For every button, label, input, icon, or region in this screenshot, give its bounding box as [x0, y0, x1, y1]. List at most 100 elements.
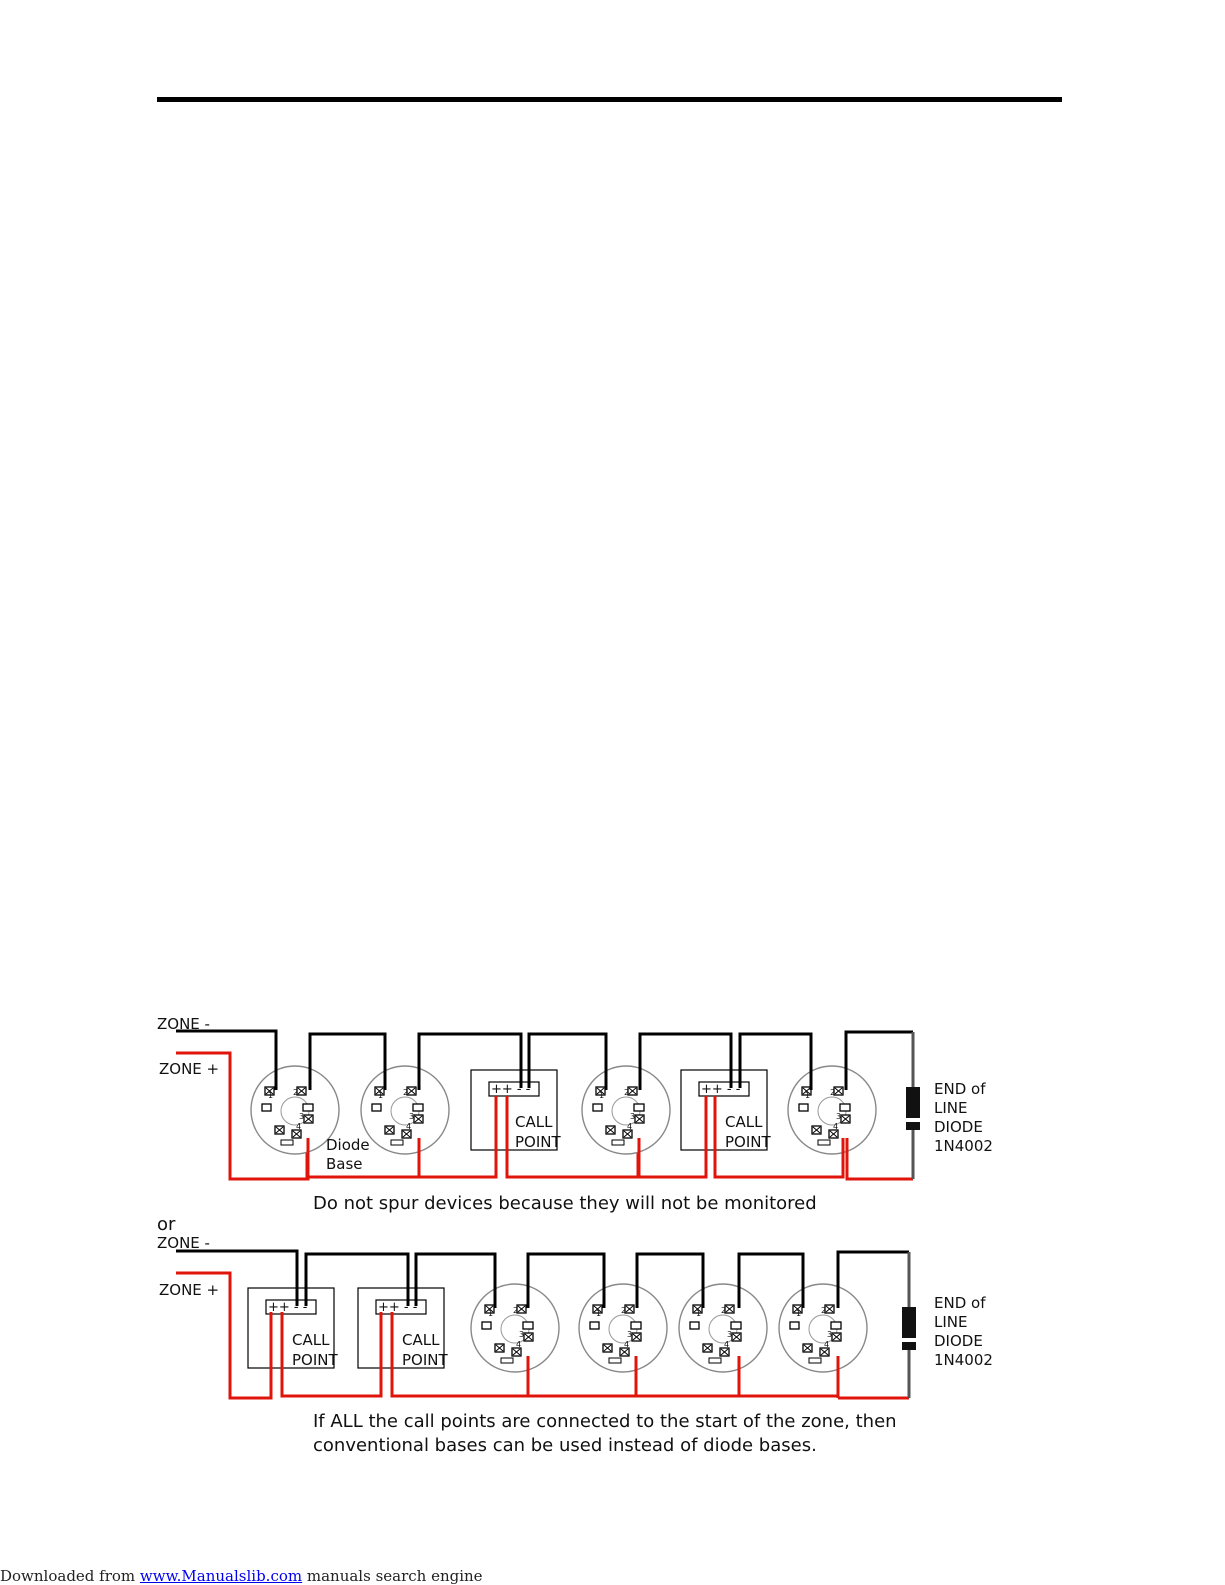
- zone-minus-wire: [308, 1032, 387, 1080]
- terminal-slot: [839, 1103, 851, 1112]
- terminal-number: 3: [519, 1330, 524, 1339]
- call-point-label-2: POINT: [402, 1351, 448, 1369]
- terminal-2: [624, 1304, 635, 1314]
- terminal-2: [824, 1304, 835, 1314]
- terminal-slot: [630, 1321, 642, 1330]
- terminal-3: [303, 1114, 314, 1124]
- terminal-number: 1: [696, 1309, 701, 1318]
- terminal-5: [702, 1343, 713, 1353]
- terminal-5: [605, 1125, 616, 1135]
- diode-base-label: Diode: [326, 1136, 370, 1154]
- terminal-number: 2: [293, 1088, 298, 1097]
- terminal-slot: [689, 1321, 700, 1330]
- call-point-label: CALL: [515, 1113, 553, 1131]
- terminal-slot: [608, 1357, 622, 1364]
- terminal-slot: [817, 1139, 831, 1146]
- footer-suffix: manuals search engine: [302, 1567, 483, 1585]
- terminal-1: [374, 1086, 385, 1096]
- eol-label-line1: END of: [934, 1080, 986, 1098]
- terminal-4: [819, 1347, 830, 1357]
- terminal-2: [296, 1086, 307, 1096]
- terminal-3: [634, 1114, 645, 1124]
- terminal-4: [619, 1347, 630, 1357]
- terminal-number: 3: [299, 1112, 304, 1121]
- diode-body: [906, 1087, 920, 1130]
- terminal-number: 3: [630, 1112, 635, 1121]
- terminal-number: 4: [296, 1122, 301, 1131]
- eol-label-line3: DIODE: [934, 1118, 983, 1136]
- call-point-terminal-block: [375, 1299, 427, 1315]
- terminal-3: [840, 1114, 851, 1124]
- terminal-slot: [261, 1103, 272, 1112]
- zone-plus-wire: [845, 1147, 913, 1181]
- terminal-4: [828, 1129, 839, 1139]
- end-of-line-diode: [906, 1032, 920, 1179]
- terminal-slot: [589, 1321, 600, 1330]
- terminal-1: [484, 1304, 495, 1314]
- terminal-number: 1: [596, 1309, 601, 1318]
- call-point-label: CALL: [725, 1113, 763, 1131]
- caption-bottom-1: If ALL the call points are connected to …: [313, 1411, 897, 1432]
- terminal-slot: [808, 1357, 822, 1364]
- call-point-terminal-block: [265, 1299, 317, 1315]
- terminal-slot: [390, 1139, 404, 1146]
- terminal-5: [384, 1125, 395, 1135]
- terminal-number: 3: [627, 1330, 632, 1339]
- terminal-number: 4: [824, 1340, 829, 1349]
- terminal-slot: [592, 1103, 603, 1112]
- terminal-number: 1: [268, 1091, 273, 1100]
- terminal-slot: [500, 1357, 514, 1364]
- terminal-slot: [302, 1103, 314, 1112]
- terminal-4: [401, 1129, 412, 1139]
- terminal-slot: [522, 1321, 534, 1330]
- terminal-slot: [481, 1321, 492, 1330]
- zone-plus-label: ZONE +: [159, 1060, 219, 1078]
- terminal-number: 4: [724, 1340, 729, 1349]
- eol-label-line2: LINE: [934, 1099, 967, 1117]
- call-point-label-2: POINT: [292, 1351, 338, 1369]
- call-point-label-2: POINT: [515, 1133, 561, 1151]
- terminal-1: [264, 1086, 275, 1096]
- footer-link[interactable]: www.Manualslib.com: [139, 1567, 303, 1585]
- eol-label-line4: 1N4002: [934, 1351, 993, 1369]
- terminal-number: 4: [406, 1122, 411, 1131]
- terminal-slot: [280, 1139, 294, 1146]
- call-point-terminal-block: [698, 1081, 750, 1097]
- call-point-terminal-block: [488, 1081, 540, 1097]
- terminal-1: [692, 1304, 703, 1314]
- terminal-number: 2: [621, 1306, 626, 1315]
- terminal-5: [811, 1125, 822, 1135]
- call-point-label: CALL: [292, 1331, 330, 1349]
- call-point-terminals-label: ++ - -: [378, 1300, 418, 1315]
- terminal-number: 4: [624, 1340, 629, 1349]
- terminal-number: 1: [805, 1091, 810, 1100]
- terminal-number: 3: [727, 1330, 732, 1339]
- terminal-number: 2: [830, 1088, 835, 1097]
- detector-base: 1 2 34: [250, 1065, 340, 1155]
- terminal-2: [516, 1304, 527, 1314]
- terminal-number: 3: [836, 1112, 841, 1121]
- terminal-3: [631, 1332, 642, 1342]
- terminal-5: [494, 1343, 505, 1353]
- call-point-terminals-label: ++ - -: [268, 1300, 308, 1315]
- terminal-5: [802, 1343, 813, 1353]
- terminal-slot: [412, 1103, 424, 1112]
- terminal-4: [291, 1129, 302, 1139]
- terminal-4: [511, 1347, 522, 1357]
- terminal-number: 4: [516, 1340, 521, 1349]
- eol-label-line1: END of: [934, 1294, 986, 1312]
- terminal-1: [595, 1086, 606, 1096]
- detector-base: 1 2 34: [578, 1283, 668, 1373]
- terminal-slot: [830, 1321, 842, 1330]
- terminal-number: 4: [833, 1122, 838, 1131]
- diode-cathode-band: [902, 1338, 916, 1342]
- eol-label-line2: LINE: [934, 1313, 967, 1331]
- terminal-slot: [708, 1357, 722, 1364]
- terminal-5: [274, 1125, 285, 1135]
- terminal-3: [523, 1332, 534, 1342]
